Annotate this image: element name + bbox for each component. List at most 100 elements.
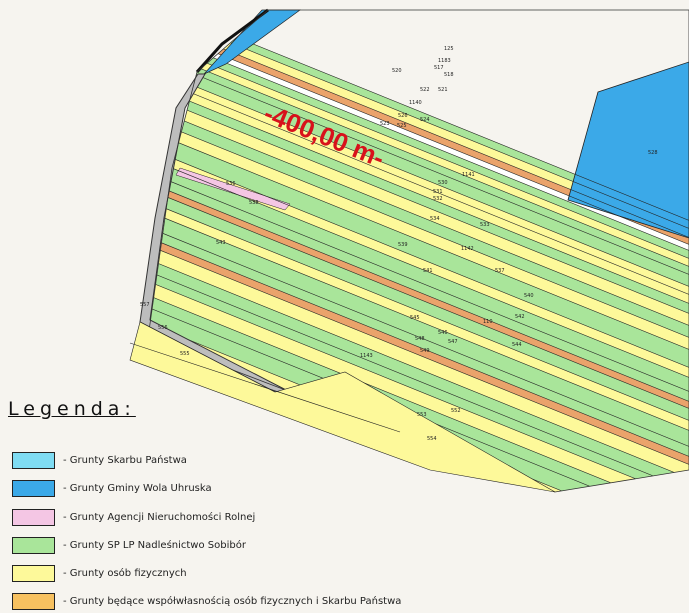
- parcel-number-523: 523: [380, 121, 390, 127]
- parcel-strip: [148, 36, 689, 279]
- parcel-strip: [148, 10, 689, 233]
- parcel-boundary: [148, 177, 689, 414]
- parcel-boundary: [148, 82, 689, 319]
- parcel-number-556: 556: [158, 325, 168, 331]
- parcel-boundary: [148, 259, 689, 492]
- parcel-strip: [148, 83, 689, 330]
- parcel-number-557: 557: [140, 302, 150, 308]
- parcel-strip: [148, 107, 689, 354]
- legend-label-wspolwlasnosc: - Grunty będące współwłasnością osób fiz…: [63, 595, 402, 607]
- parcel-boundary: [148, 19, 689, 256]
- parcel-number-545: 545: [410, 315, 420, 321]
- parcel-boundary: [148, 160, 689, 397]
- parcel-strip: [148, 226, 689, 469]
- parcel-boundary: [148, 63, 689, 300]
- legend-swatch-wspolwlasnosc: [12, 592, 55, 610]
- parcel-strip: [148, 284, 689, 492]
- parcel-boundary: [148, 72, 689, 309]
- legend-item-gmina: - Grunty Gminy Wola Uhruska: [12, 478, 212, 498]
- legend-label-gmina: - Grunty Gminy Wola Uhruska: [63, 482, 212, 494]
- parcel-strip: [148, 95, 689, 342]
- parcel-boundary: [148, 269, 689, 492]
- parcel-strip: [148, 161, 689, 406]
- parcel-strip: [148, 200, 689, 451]
- parcel-boundary: [148, 199, 689, 436]
- parcel-number-552: 552: [451, 408, 461, 414]
- parcel-boundary: [148, 225, 689, 462]
- parcel-strip: [148, 56, 689, 299]
- parcel-boundary: [148, 146, 689, 383]
- parcel-number-547: 547: [448, 339, 458, 345]
- parcel-number-539: 539: [398, 242, 408, 248]
- parcel-number-521: 521: [438, 87, 448, 93]
- parcel-boundary: [148, 233, 689, 470]
- legend-swatch-agencja: [12, 508, 55, 526]
- parcel-number-543: 543: [216, 240, 226, 246]
- parcel-strip: [148, 28, 689, 271]
- parcel-number-1141: 1141: [462, 172, 475, 178]
- parcel-strip: [148, 260, 689, 492]
- legend-item-wspolwlasnosc: - Grunty będące współwłasnością osób fiz…: [12, 591, 401, 611]
- parcel-boundary: [148, 189, 689, 426]
- parcel-strip: [148, 234, 689, 483]
- parcel-strip: [148, 64, 689, 308]
- legend-swatch-lasy: [12, 536, 55, 554]
- parcel-strip: [148, 248, 689, 492]
- parcel-number-537: 537: [495, 268, 505, 274]
- legend-item-agencja: - Grunty Agencji Nieruchomości Rolnej: [12, 507, 255, 527]
- parcel-number-524: 524: [420, 117, 430, 123]
- parcel-strip: [148, 119, 689, 372]
- lower-left-divider: [129, 342, 401, 433]
- parcel-number-1142: 1142: [461, 246, 474, 252]
- parcel-number-540: 540: [524, 293, 534, 299]
- parcel-number-517: 517: [434, 65, 444, 71]
- legend-label-agencja: - Grunty Agencji Nieruchomości Rolnej: [63, 511, 256, 523]
- parcel-boundary: [148, 106, 689, 343]
- parcel-strip: [148, 216, 689, 461]
- parcel-boundary: [148, 35, 689, 272]
- parcel-number-544: 544: [512, 342, 522, 348]
- parcel-boundary: [148, 136, 689, 373]
- parcel-number-553: 553: [417, 412, 427, 418]
- parcel-boundary: [148, 283, 689, 492]
- parcel-number-541: 541: [423, 268, 433, 274]
- legend-swatch-skarb-panstwa: [12, 451, 55, 469]
- legend-item-lasy: - Grunty SP LP Nadleśnictwo Sobibór: [12, 535, 246, 555]
- parcel-number-549: 549: [420, 348, 430, 354]
- parcel-number-526: 526: [398, 113, 408, 119]
- parcel-strip: [148, 270, 689, 492]
- legend-label-lasy: - Grunty SP LP Nadleśnictwo Sobibór: [63, 539, 246, 551]
- parcel-number-555: 555: [180, 351, 190, 357]
- parcel-number-528: 528: [648, 150, 658, 156]
- municipal-parcel-528: [567, 61, 689, 239]
- parcel-number-542: 542: [515, 314, 525, 320]
- parcel-strip: [148, 20, 689, 263]
- parcel-strip: [148, 190, 689, 435]
- parcel-strip: [148, 14, 689, 255]
- legend: Legenda: - Grunty Skarbu Państwa - Grunt…: [8, 398, 448, 610]
- parcel-number-1143: 1143: [360, 353, 373, 359]
- parcel-number-110: 110: [483, 319, 493, 325]
- parcel-strip: [148, 73, 689, 318]
- parcel-number-518: 518: [444, 72, 454, 78]
- river-bank-line: [195, 8, 269, 73]
- parcel-number-125: 125: [444, 46, 454, 52]
- parcel-number-1140: 1140: [409, 100, 422, 106]
- lower-left-parcels: [129, 321, 556, 493]
- parcel-number-538: 538: [249, 200, 259, 206]
- parcel-strip: [148, 178, 689, 425]
- parcel-number-554: 554: [427, 436, 437, 442]
- legend-item-osoby: - Grunty osób fizycznych: [12, 563, 187, 583]
- parcel-boundary: [148, 43, 689, 280]
- parcel-number-532: 532: [433, 196, 443, 202]
- parcel-labels: 1251183517518520521522114052352452552652…: [140, 46, 658, 442]
- parcel-number-530: 530: [438, 180, 448, 186]
- parcel-strip: [148, 171, 689, 413]
- parcel-number-525: 525: [397, 123, 407, 129]
- legend-item-skarb-panstwa: - Grunty Skarbu Państwa: [12, 450, 187, 470]
- legend-swatch-osoby: [12, 564, 55, 582]
- parcel-area: [148, 10, 689, 492]
- parcel-number-520: 520: [392, 68, 402, 74]
- parcel-number-531: 531: [433, 189, 443, 195]
